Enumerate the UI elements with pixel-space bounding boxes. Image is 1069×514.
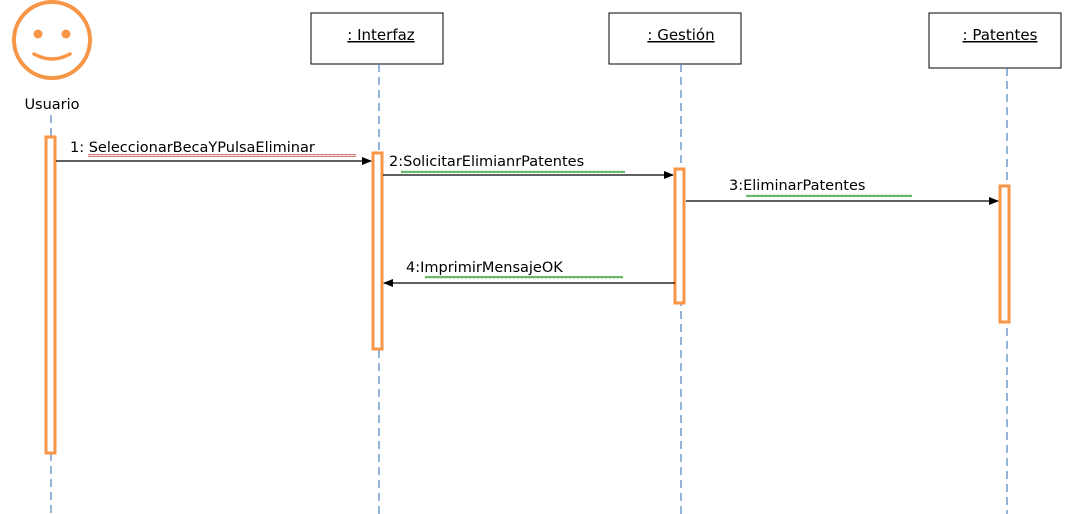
- object-patentes-label: : Patentes: [963, 26, 1038, 44]
- message-2-label: 2:SolicitarElimianrPatentes: [389, 154, 584, 170]
- message-3: 3:EliminarPatentes: [686, 178, 999, 205]
- spellcheck-underline: [425, 276, 623, 279]
- activation-patentes: [998, 184, 1011, 324]
- message-1-label: 1: SeleccionarBecaYPulsaEliminar: [70, 140, 315, 156]
- message-2: 2:SolicitarElimianrPatentes: [383, 154, 674, 179]
- spellcheck-underline: [746, 194, 912, 197]
- activation-usuario: [44, 135, 57, 455]
- actor-label: Usuario: [24, 97, 79, 113]
- activation-interfaz: [371, 151, 384, 351]
- object-gestion: : Gestión: [608, 12, 742, 65]
- object-patentes: : Patentes: [928, 12, 1062, 69]
- message-1: 1: SeleccionarBecaYPulsaEliminar: [56, 140, 372, 165]
- smiley-icon: [12, 0, 92, 80]
- object-gestion-label: : Gestión: [647, 26, 714, 44]
- object-interfaz-label: : Interfaz: [347, 26, 415, 44]
- message-4-label: 4:ImprimirMensajeOK: [406, 260, 563, 276]
- spellcheck-underline: [88, 154, 356, 157]
- spellcheck-underline: [401, 170, 625, 173]
- message-3-label: 3:EliminarPatentes: [729, 178, 865, 194]
- actor-usuario: Usuario: [12, 0, 92, 113]
- message-4: 4:ImprimirMensajeOK: [383, 260, 675, 287]
- object-interfaz: : Interfaz: [310, 12, 444, 65]
- activation-gestion: [673, 167, 686, 305]
